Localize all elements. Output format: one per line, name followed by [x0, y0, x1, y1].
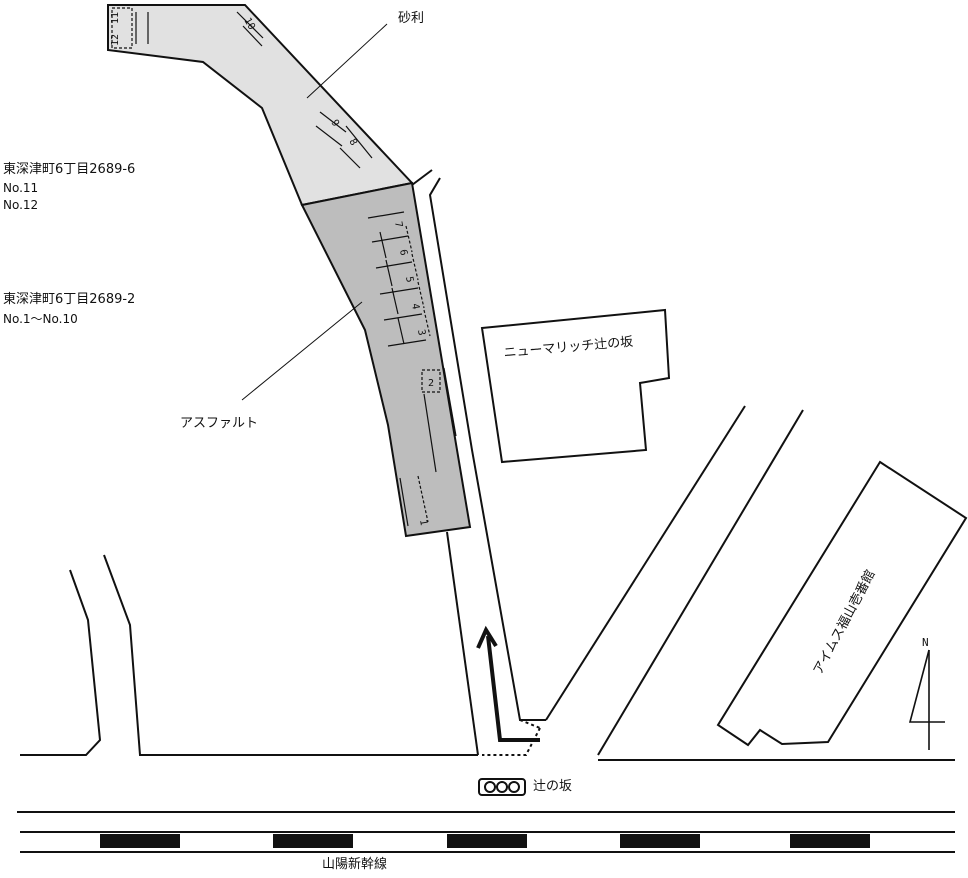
gravel-space-numbers: 12 11 10 9 8 [110, 12, 359, 148]
traffic-signal-icon [478, 778, 526, 796]
space-number-4: 4 [409, 303, 421, 311]
address2-range: No.1～No.10 [3, 312, 78, 326]
space-number-3: 3 [415, 329, 427, 337]
address1-no-11: No.11 [3, 181, 39, 195]
asphalt-area [300, 181, 472, 538]
gravel-label: 砂利 [398, 11, 425, 26]
asphalt-space-markings [367, 211, 457, 527]
space-number-6: 6 [397, 249, 409, 257]
asphalt-label: アスファルト [180, 416, 259, 431]
address1-no-12: No.12 [3, 198, 39, 212]
space-number-7: 7 [392, 221, 404, 229]
building-ims-fukuyama [716, 460, 968, 747]
signal-label: 辻の坂 [533, 779, 573, 794]
asphalt-leader-line [241, 301, 363, 401]
railway-track [100, 834, 870, 848]
gravel-leader-line [306, 23, 388, 99]
gravel-area [107, 4, 414, 207]
north-label: N [922, 636, 929, 649]
space-number-9: 9 [328, 118, 341, 129]
gravel-space-markings [111, 7, 373, 169]
space-number-1: 1 [417, 519, 429, 527]
railway-label: 山陽新幹線 [322, 857, 388, 872]
space-number-11: 11 [110, 12, 121, 24]
space-number-8: 8 [346, 137, 359, 148]
space-number-2: 2 [428, 378, 434, 389]
address1-label: 東深津町6丁目2689-6 [3, 162, 136, 177]
space-number-10: 10 [241, 16, 257, 32]
space-number-12: 12 [110, 34, 121, 46]
direction-arrow-icon [476, 625, 540, 742]
space-number-5: 5 [403, 276, 415, 284]
asphalt-space-numbers: 7 6 5 4 3 2 1 [392, 221, 434, 527]
address2-label: 東深津町6丁目2689-2 [3, 292, 136, 307]
north-arrow-icon [908, 649, 945, 750]
building-new-marrich [480, 308, 671, 464]
roads [17, 169, 955, 853]
